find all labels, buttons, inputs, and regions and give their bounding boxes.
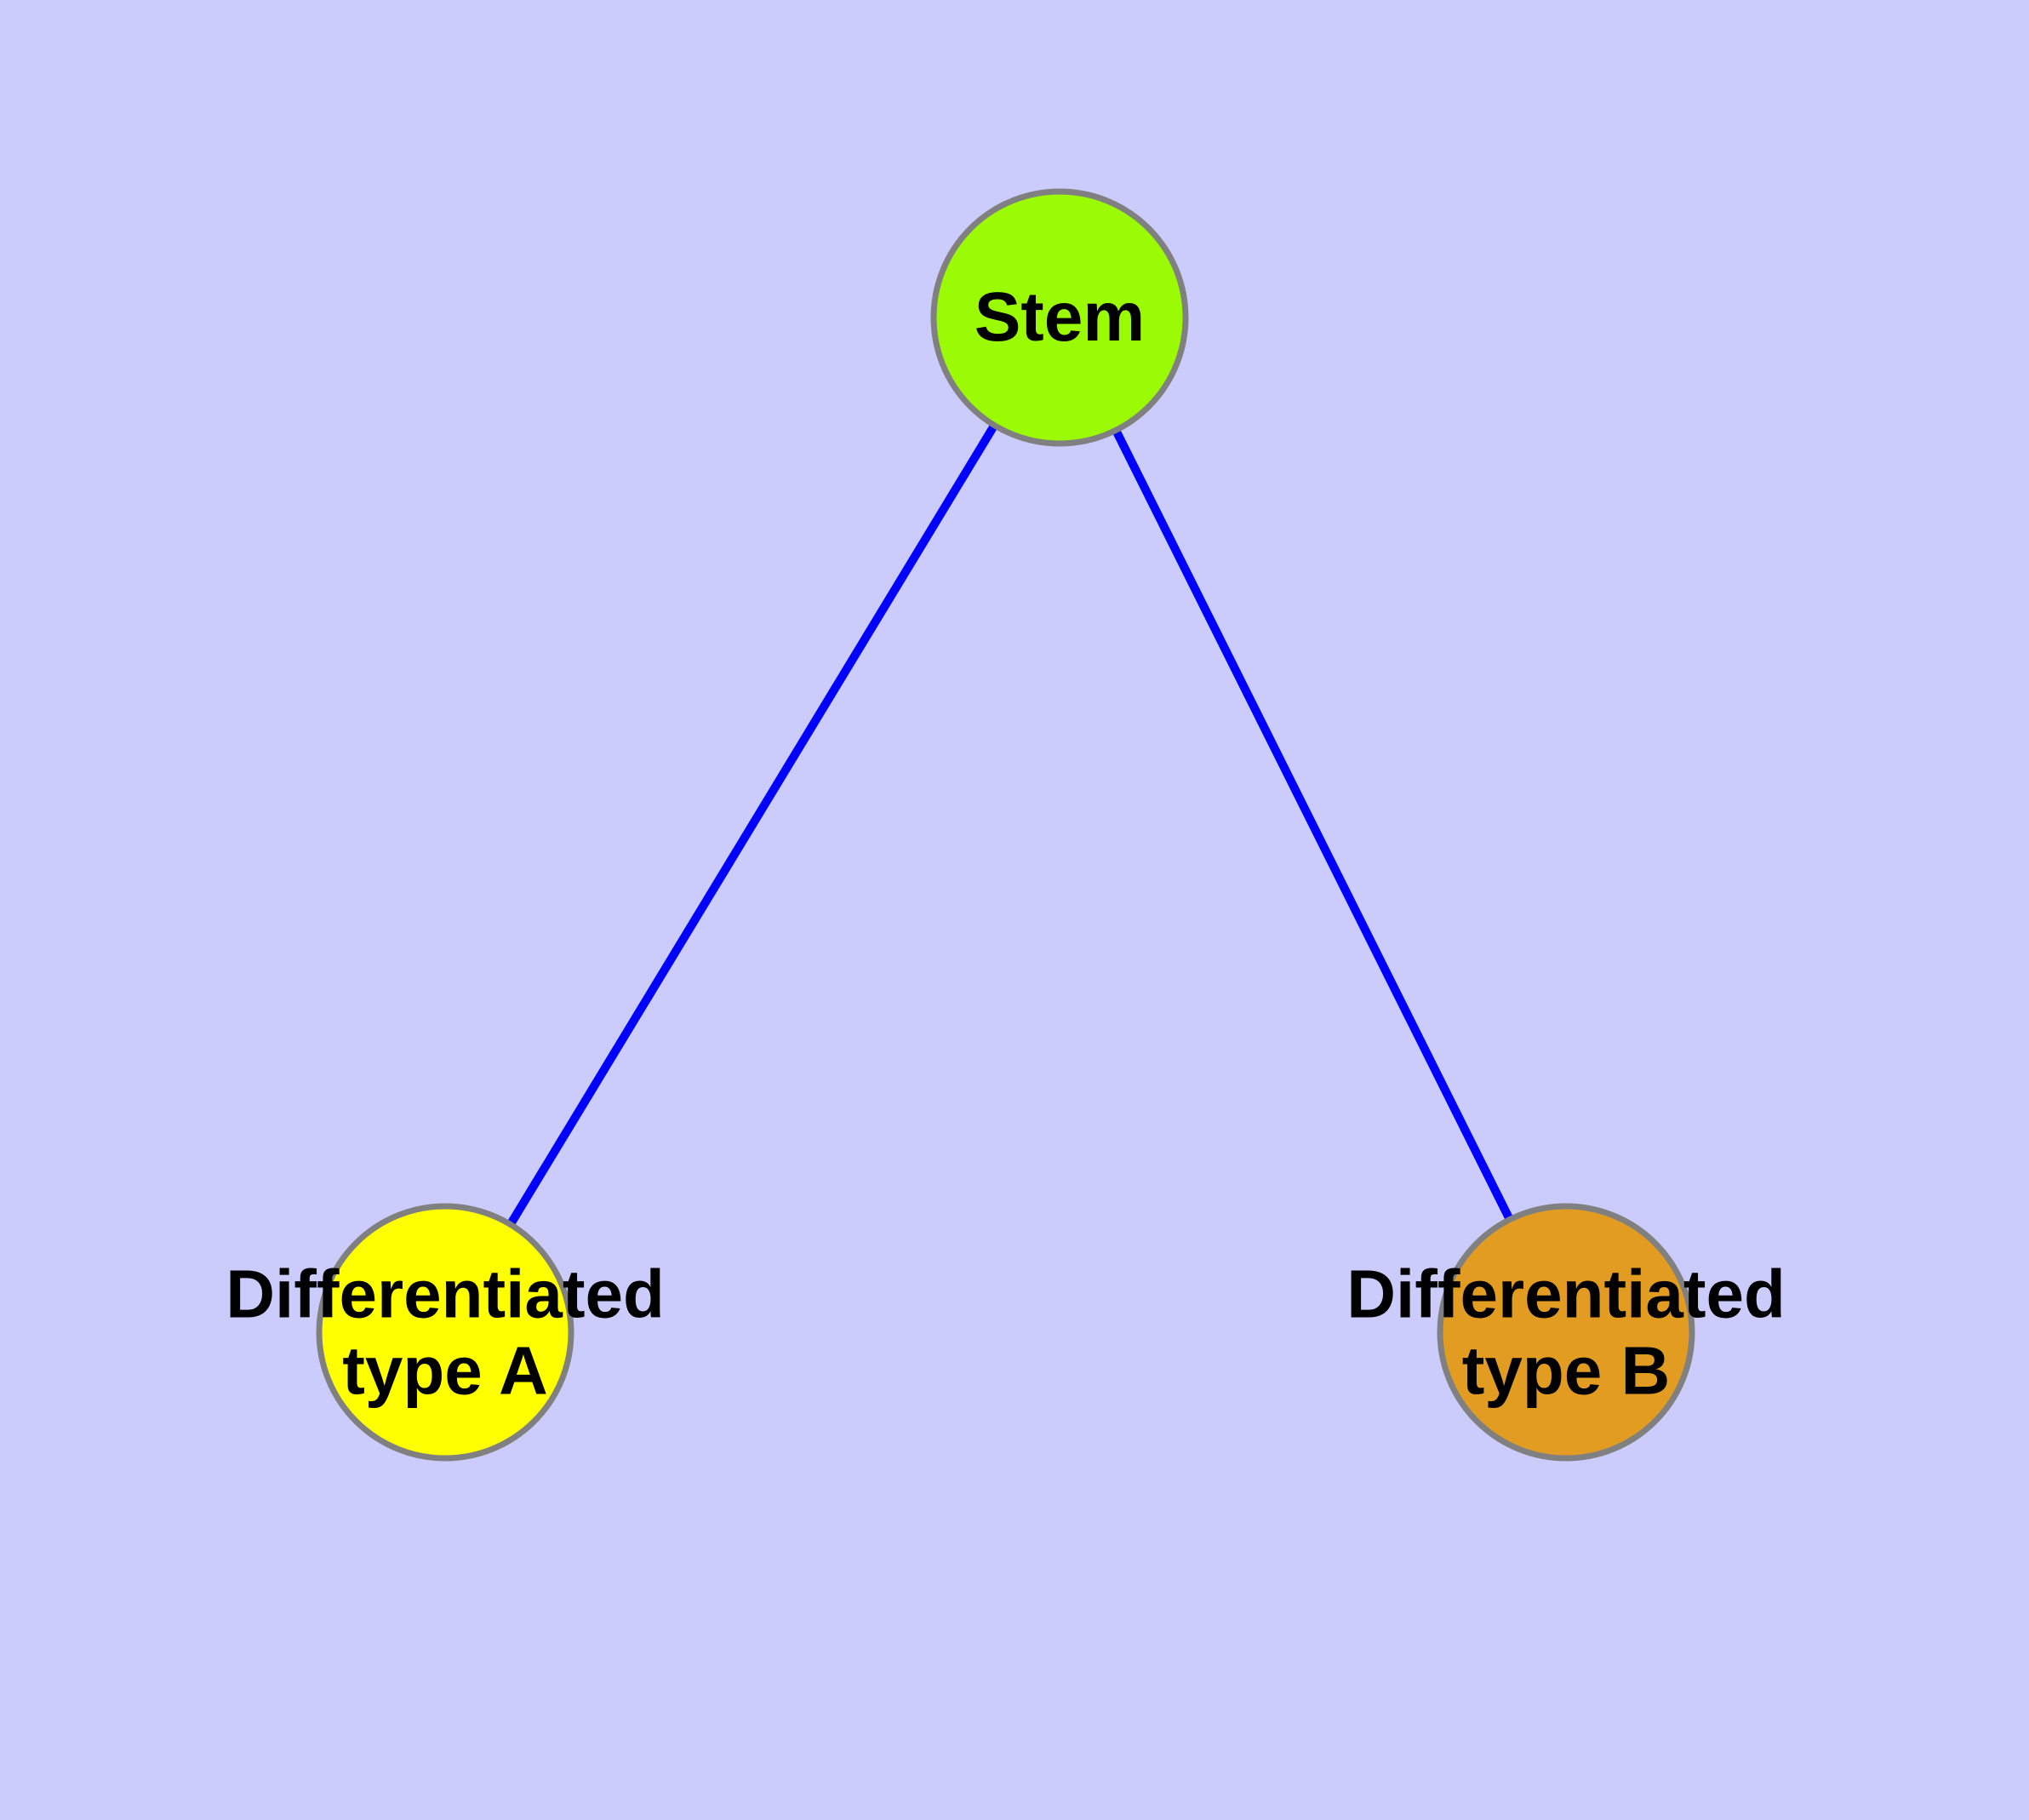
node-stem[interactable] (930, 188, 1189, 447)
node-layer (316, 188, 1695, 1462)
node-differentiated-type-a[interactable] (316, 1203, 574, 1462)
edge-stem-to-diff-a[interactable] (441, 315, 1064, 1335)
edge-stem-to-diff-b[interactable] (1055, 315, 1570, 1335)
edge-layer (441, 315, 1570, 1335)
node-differentiated-type-b[interactable] (1437, 1203, 1695, 1462)
